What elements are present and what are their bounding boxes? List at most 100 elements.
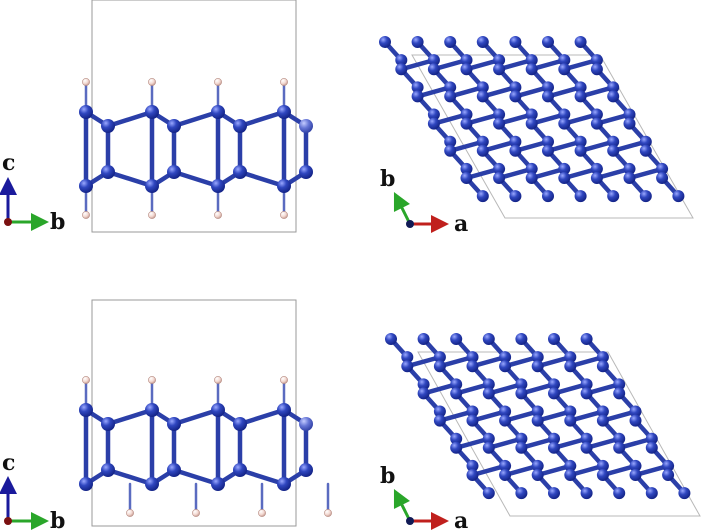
atom — [476, 144, 489, 157]
atom — [167, 119, 181, 133]
atom — [482, 387, 495, 400]
atom — [525, 54, 538, 67]
bond — [171, 169, 221, 189]
atom — [145, 105, 159, 119]
atom — [580, 378, 593, 391]
atom — [531, 469, 544, 481]
bond — [171, 407, 221, 427]
atom — [299, 165, 313, 179]
b-axis-label: b — [380, 463, 395, 489]
atom — [460, 162, 473, 175]
atom — [433, 405, 446, 418]
atom — [211, 179, 225, 193]
c-axis-label: c — [2, 150, 15, 176]
atom — [450, 333, 463, 345]
atom — [417, 333, 430, 345]
atom — [645, 432, 658, 445]
atom — [476, 81, 489, 94]
atom — [639, 135, 652, 148]
atom — [672, 190, 685, 203]
a-axis-label: a — [454, 211, 468, 237]
atom — [542, 135, 554, 148]
atom — [607, 190, 620, 203]
atom — [476, 36, 489, 48]
atom — [515, 387, 528, 400]
atom — [476, 90, 489, 103]
atom — [79, 179, 93, 193]
hydrogen-atom — [126, 509, 134, 517]
atom — [656, 172, 669, 184]
atom — [531, 459, 544, 472]
atom — [548, 333, 560, 345]
atom — [515, 333, 528, 345]
atom — [433, 351, 446, 364]
atom — [558, 162, 571, 175]
atom — [574, 190, 587, 203]
atom — [493, 172, 506, 184]
atom — [101, 119, 115, 133]
bond — [171, 467, 221, 487]
b-axis-label: b — [50, 508, 65, 531]
atom — [444, 135, 457, 148]
bond — [171, 109, 221, 129]
atom — [417, 378, 430, 391]
unit-cell-outline — [91, 299, 297, 527]
atom — [580, 432, 593, 445]
atom — [525, 117, 538, 130]
bond — [105, 467, 155, 487]
bond — [105, 169, 155, 189]
atom — [542, 144, 554, 157]
atom — [509, 190, 522, 203]
atom — [476, 190, 489, 203]
atom — [433, 360, 446, 373]
atom — [590, 54, 603, 67]
atom — [79, 403, 93, 417]
atom — [580, 333, 593, 345]
atom — [427, 117, 440, 130]
atom — [548, 378, 560, 391]
atom — [211, 105, 225, 119]
atom — [574, 135, 587, 148]
atom — [401, 360, 414, 373]
hydrogen-atom — [280, 78, 288, 86]
atom — [299, 119, 313, 133]
hydrogen-atom — [324, 509, 332, 517]
atom — [167, 417, 181, 431]
atom — [482, 378, 495, 391]
hydrogen-atom — [214, 78, 222, 86]
atom — [101, 165, 115, 179]
atom — [433, 414, 446, 427]
bond — [237, 109, 287, 129]
hydrogen-atom — [214, 376, 222, 384]
atom — [482, 441, 495, 454]
atom — [542, 90, 554, 103]
bond — [105, 109, 155, 129]
atom — [379, 36, 391, 48]
hydrogen-atom — [148, 376, 156, 384]
bond — [237, 407, 287, 427]
atom — [417, 387, 430, 400]
axis-origin — [406, 517, 414, 525]
hydrogen-atom — [280, 211, 288, 219]
axis-triad-b-a: b a — [380, 463, 468, 531]
atom — [639, 190, 652, 203]
b-axis-label: b — [50, 209, 65, 235]
atom — [460, 117, 473, 130]
atom — [509, 90, 522, 103]
atom — [564, 405, 577, 418]
atom — [299, 417, 313, 431]
atom — [656, 162, 669, 175]
hydrogen-atom — [192, 509, 200, 517]
axis-origin — [406, 220, 414, 228]
atom — [509, 144, 522, 157]
atom — [277, 105, 291, 119]
atom — [450, 441, 463, 454]
atom — [233, 165, 247, 179]
atom — [460, 172, 473, 184]
c-axis-label: c — [2, 450, 15, 476]
atom — [79, 105, 93, 119]
atom — [613, 387, 626, 400]
atom — [145, 179, 159, 193]
atom — [499, 351, 512, 364]
atom — [564, 360, 577, 373]
